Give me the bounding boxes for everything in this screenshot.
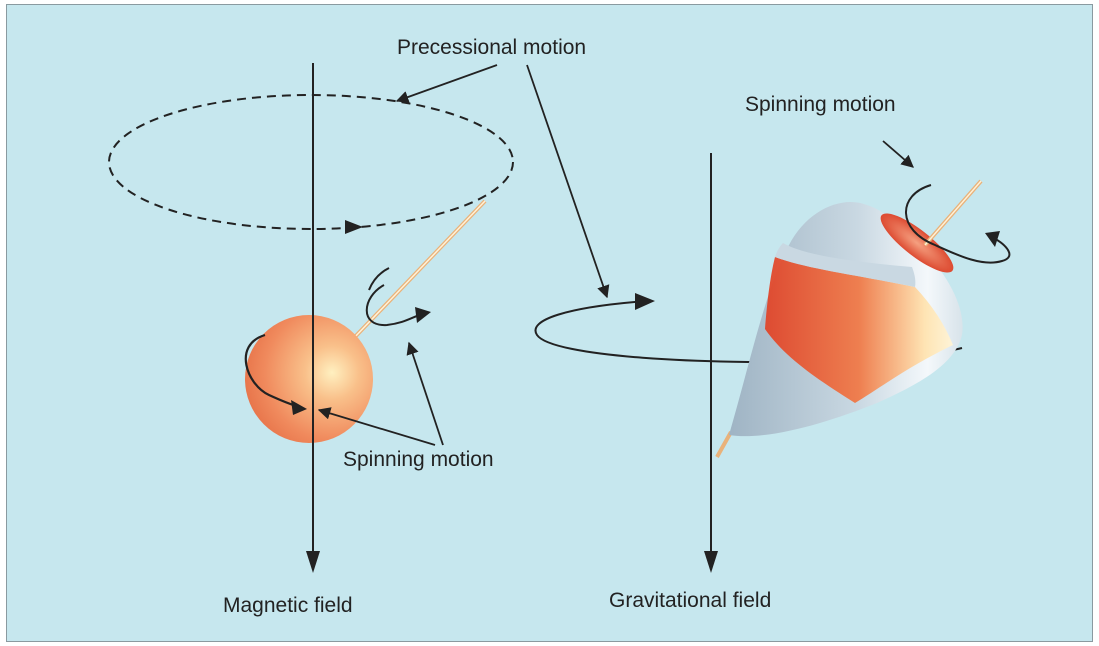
- sphere-rotation-arrow: [244, 333, 301, 409]
- magnetic-field-label: Magnetic field: [223, 594, 353, 617]
- precession-path-ellipse: [108, 94, 514, 230]
- magnetic-field-arrowhead: [306, 551, 320, 573]
- precession-diagram: Precessional motion Spinning motion Spin…: [108, 36, 1011, 617]
- axis-spin-arrow: [365, 284, 426, 327]
- spinning-top: [715, 201, 963, 458]
- diagram-canvas: Precessional motion Spinning motion Spin…: [6, 4, 1093, 642]
- top-spin-arrow: [905, 184, 1011, 264]
- precessional-motion-label: Precessional motion: [397, 36, 586, 59]
- gravitational-field-label: Gravitational field: [609, 589, 771, 612]
- spinning-motion-label-left: Spinning motion: [343, 448, 494, 471]
- spinning-motion-label-right: Spinning motion: [745, 93, 896, 116]
- gravitational-field-arrowhead: [704, 551, 718, 573]
- spinning-particle-sphere: [245, 315, 373, 443]
